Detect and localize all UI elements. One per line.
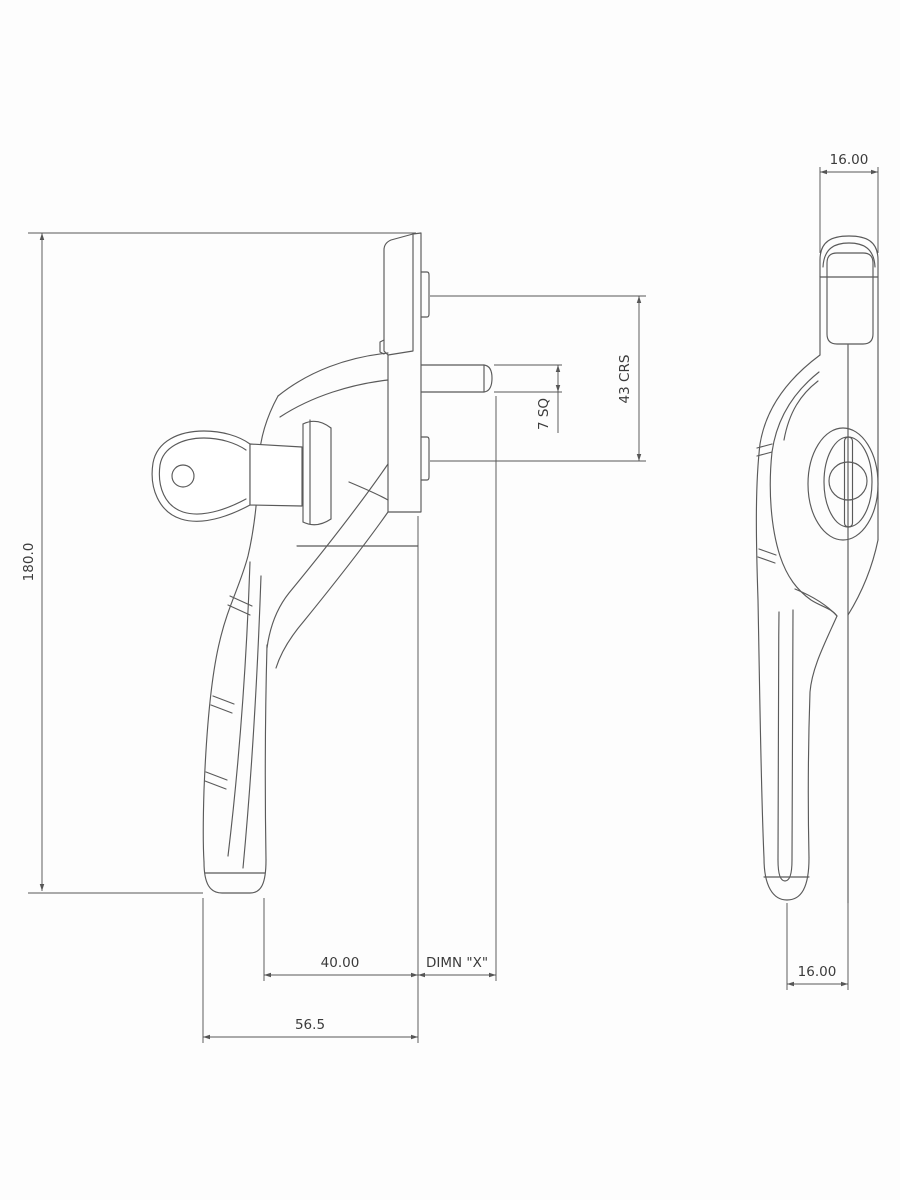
dim-label-handle-depth: 40.00 <box>321 955 360 971</box>
tick <box>757 556 776 564</box>
shoulder-plate-junction <box>348 481 389 501</box>
dim-label-grip-width-bottom: 16.00 <box>798 964 837 980</box>
tick <box>210 704 233 714</box>
grip-channel-left <box>777 611 780 861</box>
bulge-inner-contour-2 <box>783 380 819 441</box>
lock-boss <box>807 427 879 541</box>
dim-overall-length: 180.0 <box>21 233 45 891</box>
dim-label-overall-length: 180.0 <box>21 543 37 582</box>
bulge-inner-contour <box>769 371 838 617</box>
key-head-outline <box>151 430 251 522</box>
dim-spindle-projection: DIMN "X" <box>418 955 496 978</box>
grip-channel-u <box>777 859 793 882</box>
tick <box>756 443 773 449</box>
backplate-outline <box>383 232 422 513</box>
spindle <box>420 364 493 393</box>
thumb-recess <box>826 252 874 345</box>
boss-grip-crease <box>794 588 838 617</box>
backplate-step <box>379 339 385 355</box>
key-head-hole <box>171 464 195 488</box>
grip-channel-right <box>791 609 794 861</box>
tick <box>758 548 777 556</box>
boss-right-contour <box>847 539 879 616</box>
tick <box>756 451 773 457</box>
dim-label-overall-depth: 56.5 <box>295 1017 325 1033</box>
tick <box>205 771 228 781</box>
housing-bottom <box>302 518 332 526</box>
key-head-inner-line <box>158 437 247 515</box>
bulge-grip-left-contour <box>755 354 821 859</box>
fixing-lug-bottom <box>420 436 430 481</box>
grip-tip <box>203 859 267 894</box>
fixing-lug-top <box>420 271 430 318</box>
tick <box>212 695 235 705</box>
dimensions: 180.0 43 CRS 7 SQ 40.00 DIMN "X" 56.5 16… <box>21 152 879 1043</box>
dim-label-fixing-centres: 43 CRS <box>617 355 633 404</box>
cap-inner-arc <box>822 242 876 268</box>
tick <box>227 604 251 616</box>
lock-cylinder <box>828 461 868 501</box>
dim-label-spindle-projection: DIMN "X" <box>426 955 488 971</box>
grip-tip-front <box>763 857 810 901</box>
tick <box>229 595 253 607</box>
grip-right-contour <box>264 644 268 861</box>
parting-ticks-front <box>756 443 777 564</box>
dim-overall-depth: 56.5 <box>203 1017 418 1040</box>
housing-top <box>302 420 332 429</box>
front-sweep-curve-2 <box>275 511 389 669</box>
shoulder-inner-contour <box>279 379 389 418</box>
boss-outer-oval <box>807 427 879 541</box>
grip-inner-line-2 <box>242 575 262 869</box>
key <box>151 430 303 522</box>
backplate-inner-edge <box>387 234 414 356</box>
dim-grip-width-bottom: 16.00 <box>787 964 848 987</box>
grip-right-edge <box>807 615 838 859</box>
parting-ticks <box>204 450 283 790</box>
shoulder-top-contour <box>277 352 389 397</box>
dim-spindle-square: 7 SQ <box>536 365 561 430</box>
dim-fixing-centres: 43 CRS <box>617 296 642 461</box>
front-view <box>755 235 879 904</box>
dim-grip-width-top: 16.00 <box>820 152 878 175</box>
cap-outline <box>819 235 879 278</box>
side-view <box>151 232 493 894</box>
key-slot <box>843 436 854 528</box>
key-shaft <box>249 443 303 507</box>
lock-housing <box>302 419 332 526</box>
front-sweep-curve-1 <box>266 463 389 649</box>
grip-inner-line-1 <box>227 561 251 857</box>
dim-handle-depth: 40.00 <box>264 955 418 978</box>
tick <box>204 780 227 790</box>
dim-label-spindle-square: 7 SQ <box>536 398 552 430</box>
dim-label-grip-width-top: 16.00 <box>830 152 869 168</box>
